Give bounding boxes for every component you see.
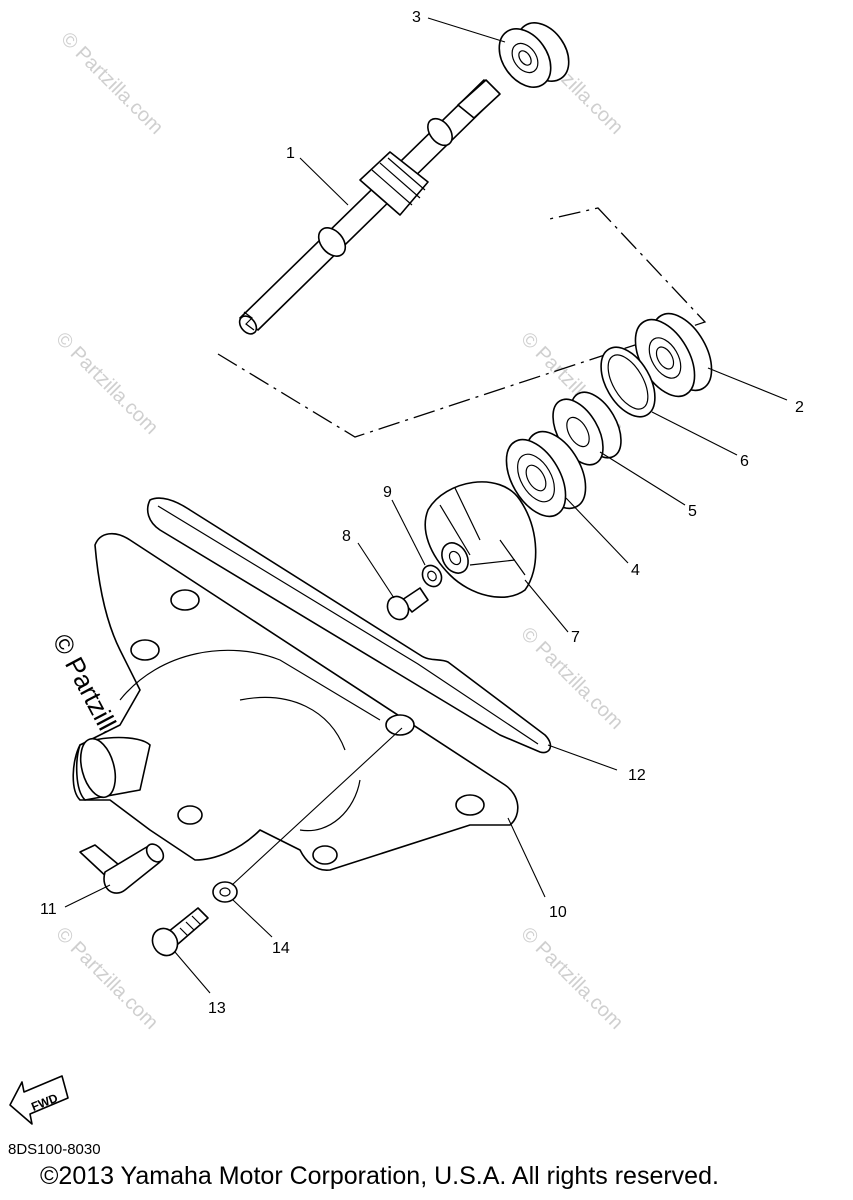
part-7-impeller <box>424 481 537 598</box>
copyright-notice: ©2013 Yamaha Motor Corporation, U.S.A. A… <box>40 1162 719 1190</box>
part-4-mechanical-seal <box>505 430 587 518</box>
assembly-reference-line <box>217 207 707 438</box>
callout-12: 12 <box>628 767 646 784</box>
callouts: 1 2 3 4 5 6 7 8 9 10 11 12 13 14 <box>40 9 804 1017</box>
callout-4: 4 <box>631 562 640 579</box>
callout-13: 13 <box>208 1000 226 1017</box>
callout-1: 1 <box>286 145 295 162</box>
callout-2: 2 <box>795 399 804 416</box>
part-14-washer <box>212 881 238 903</box>
part-8-bolt <box>386 587 429 621</box>
callout-8: 8 <box>342 528 351 545</box>
part-12-gasket-inner <box>157 505 539 745</box>
callout-10: 10 <box>549 904 567 921</box>
callout-9: 9 <box>383 484 392 501</box>
part-13-bolt <box>151 907 209 957</box>
diagram-code: 8DS100-8030 <box>8 1141 101 1158</box>
part-3-bearing <box>498 22 570 88</box>
part-11-fitting <box>79 843 165 894</box>
watermark: © Partzilla.com <box>51 923 162 1034</box>
part-10-pump-housing <box>72 532 519 871</box>
fwd-arrow-icon: FWD <box>9 1075 69 1125</box>
part-6-circlip <box>600 346 656 418</box>
callout-6: 6 <box>740 453 749 470</box>
callout-5: 5 <box>688 503 697 520</box>
watermark: © Partzilla.com <box>56 28 167 139</box>
leader-lines <box>64 17 788 994</box>
part-12-gasket <box>146 497 552 754</box>
watermark: © Partzilla.com <box>516 923 627 1034</box>
callout-7: 7 <box>571 629 580 646</box>
callout-14: 14 <box>272 940 290 957</box>
part-9-washer <box>421 564 443 588</box>
callout-3: 3 <box>412 9 421 26</box>
watermark: © Partzilla.com <box>51 328 162 439</box>
part-1-impeller-shaft <box>238 79 501 335</box>
callout-11: 11 <box>40 901 57 918</box>
